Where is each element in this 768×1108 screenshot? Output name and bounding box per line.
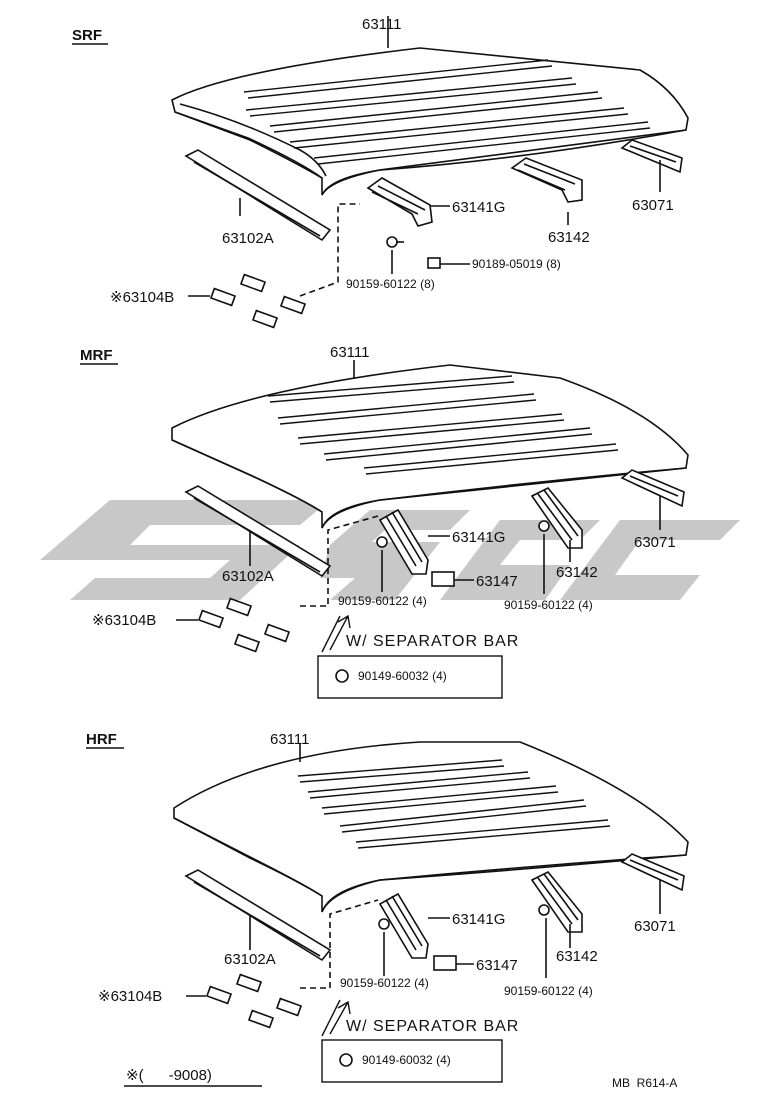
- label-bracket-mid-hrf: 63147: [476, 957, 518, 974]
- label-pad-mrf: ※63104B: [92, 612, 156, 629]
- roof-panel-srf: [171, 47, 689, 196]
- label-roof-mrf: 63111: [330, 344, 370, 361]
- label-bracket-rear-hrf: 63071: [634, 918, 676, 935]
- label-bolt-b-hrf: 90159-60122 (4): [504, 984, 593, 998]
- label-bracket-rear-srf: 63071: [632, 197, 674, 214]
- label-bow-front-srf: 63141G: [452, 199, 505, 216]
- label-pad-srf: ※63104B: [110, 289, 174, 306]
- label-pad-hrf: ※63104B: [98, 988, 162, 1005]
- label-rail-hrf: 63102A: [224, 951, 276, 968]
- label-bow-rear-hrf: 63142: [556, 948, 598, 965]
- section-title-mrf: MRF: [80, 347, 113, 364]
- label-bolt-a-srf: 90159-60122 (8): [346, 277, 435, 291]
- label-roof-srf: 63111: [362, 16, 402, 33]
- label-bow-front-hrf: 63141G: [452, 911, 505, 928]
- label-bow-front-mrf: 63141G: [452, 529, 505, 546]
- reference-code: MB R614-A: [612, 1076, 677, 1090]
- section-title-hrf: HRF: [86, 731, 117, 748]
- label-bolt-a-mrf: 90159-60122 (4): [338, 594, 427, 608]
- section-srf: [171, 16, 689, 329]
- separator-part-mrf: 90149-60032 (4): [358, 669, 447, 683]
- label-bracket-rear-mrf: 63071: [634, 534, 676, 551]
- label-rail-mrf: 63102A: [222, 568, 274, 585]
- separator-label-hrf: W/ SEPARATOR BAR: [346, 1018, 519, 1035]
- label-bolt-b-mrf: 90159-60122 (4): [504, 598, 593, 612]
- footnote: ※( -9008): [126, 1067, 212, 1084]
- label-rail-srf: 63102A: [222, 230, 274, 247]
- section-title-srf: SRF: [72, 27, 102, 44]
- label-roof-hrf: 63111: [270, 731, 310, 748]
- separator-label-mrf: W/ SEPARATOR BAR: [346, 633, 519, 650]
- label-bow-rear-srf: 63142: [548, 229, 590, 246]
- separator-part-hrf: 90149-60032 (4): [362, 1053, 451, 1067]
- label-bracket-mid-mrf: 63147: [476, 573, 518, 590]
- label-nut-b-srf: 90189-05019 (8): [472, 257, 561, 271]
- section-mrf: [171, 360, 689, 699]
- label-bow-rear-mrf: 63142: [556, 564, 598, 581]
- label-bolt-a-hrf: 90159-60122 (4): [340, 976, 429, 990]
- roof-panel-hrf: [173, 741, 689, 913]
- section-hrf: [173, 741, 689, 1083]
